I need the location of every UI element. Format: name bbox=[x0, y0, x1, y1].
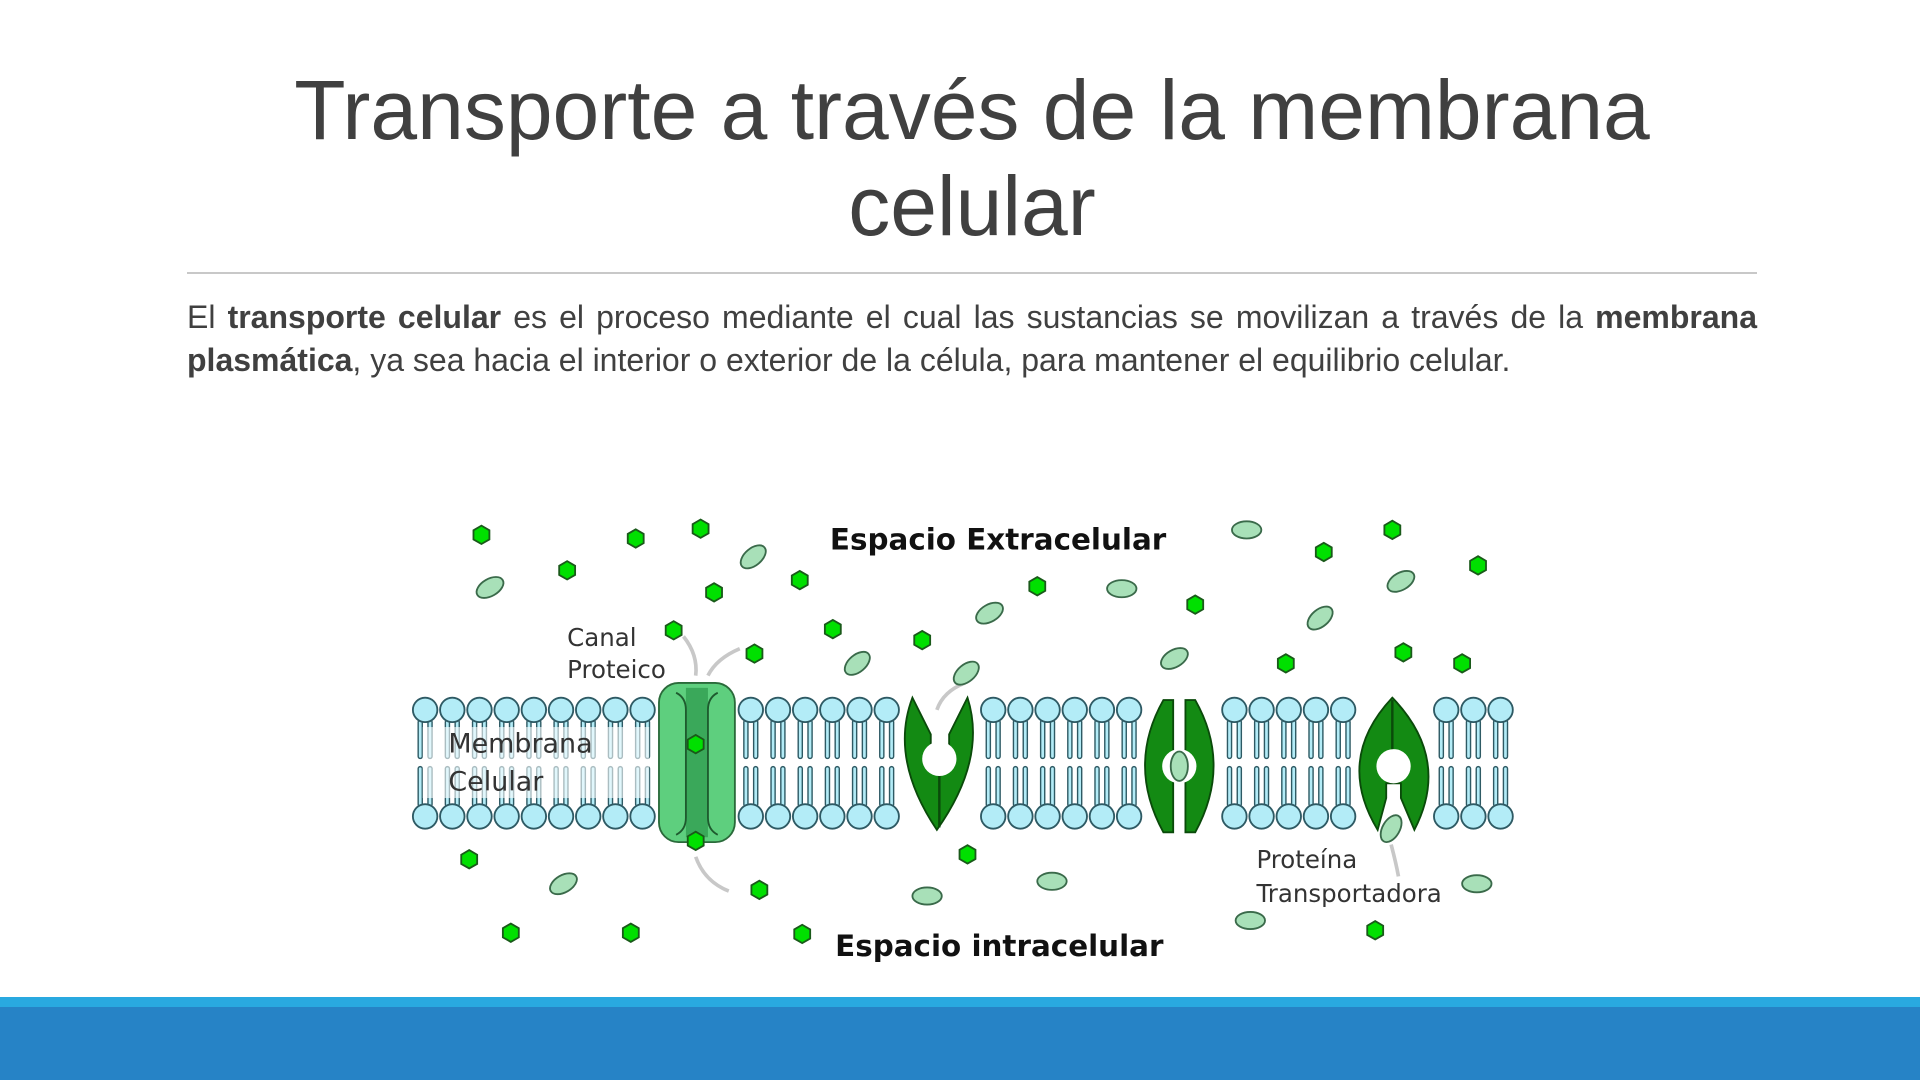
ion-molecule bbox=[558, 560, 577, 581]
ion-molecule bbox=[691, 518, 710, 539]
ion-molecule bbox=[621, 922, 640, 943]
lipid bbox=[1302, 696, 1330, 830]
protein-channel bbox=[658, 682, 736, 844]
body-bold-2: membrana plasmática bbox=[187, 299, 1758, 378]
body-paragraph: El transporte celular es el proceso medi… bbox=[187, 296, 1757, 382]
glucose-molecule bbox=[739, 544, 767, 570]
lipid bbox=[1061, 696, 1088, 830]
glucose-molecule bbox=[952, 660, 980, 686]
ion-molecule bbox=[1314, 541, 1333, 563]
lipid bbox=[1221, 696, 1248, 830]
glucose-molecule bbox=[1231, 520, 1263, 540]
glucose-molecule bbox=[549, 872, 578, 896]
glucose-molecule bbox=[1106, 579, 1138, 599]
carrier-label-line2: Transportadora bbox=[1255, 879, 1441, 908]
ion-molecule bbox=[823, 618, 842, 640]
ion-molecule bbox=[626, 528, 645, 549]
ion-molecule bbox=[1186, 594, 1205, 615]
ion-molecule bbox=[1469, 555, 1487, 576]
ion-molecule bbox=[1394, 642, 1413, 663]
title-divider bbox=[187, 272, 1757, 274]
lipid bbox=[737, 696, 764, 830]
glucose-molecule bbox=[475, 576, 505, 599]
ion-molecule bbox=[686, 830, 705, 852]
membrane-label-line2: Celular bbox=[448, 767, 544, 798]
glucose-molecule bbox=[1386, 569, 1416, 593]
ion-molecule bbox=[1366, 920, 1385, 941]
footer-bar bbox=[0, 1007, 1920, 1080]
glucose-molecule bbox=[911, 886, 943, 906]
body-bold-1: transporte celular bbox=[227, 299, 502, 335]
ion-molecule bbox=[705, 582, 723, 603]
glucose-molecule bbox=[843, 650, 871, 676]
extracellular-label: Espacio Extracelular bbox=[830, 523, 1167, 557]
lipid bbox=[1088, 696, 1116, 830]
ion-molecule bbox=[1028, 575, 1047, 597]
lipid bbox=[791, 696, 819, 830]
glucose-molecule bbox=[1461, 874, 1493, 894]
lipid bbox=[1487, 696, 1514, 830]
ion-molecule bbox=[793, 923, 812, 945]
channel-label-line1: Canal bbox=[567, 623, 636, 652]
ion-molecule bbox=[745, 643, 764, 664]
lipid bbox=[1433, 696, 1460, 830]
molecules bbox=[460, 518, 1493, 945]
ion-molecule bbox=[664, 620, 683, 641]
carrier-protein-open-top bbox=[903, 695, 974, 832]
membrane-label-line1: Membrana bbox=[448, 729, 592, 760]
lipid bbox=[846, 696, 873, 830]
membrane-transport-diagram: Espacio Extracelular Espacio intracelula… bbox=[411, 518, 1514, 963]
glucose-molecule bbox=[1306, 605, 1334, 631]
ion-molecule bbox=[1383, 519, 1402, 541]
glucose-molecule bbox=[1036, 871, 1068, 891]
glucose-molecule bbox=[975, 601, 1004, 625]
ion-molecule bbox=[913, 629, 932, 651]
lipid bbox=[980, 696, 1007, 830]
ion-molecule bbox=[750, 879, 769, 901]
lipid bbox=[819, 696, 846, 830]
ion-molecule bbox=[460, 849, 479, 870]
lipid bbox=[1007, 696, 1034, 830]
lipid bbox=[1460, 696, 1487, 830]
transport-arrows bbox=[682, 635, 1401, 893]
body-text-1: El bbox=[187, 299, 228, 335]
slide-title: Transporte a través de la membrana celul… bbox=[294, 63, 1650, 253]
carrier-label-line1: Proteína bbox=[1256, 845, 1357, 874]
glucose-molecule bbox=[1169, 750, 1189, 782]
carrier-protein-closed bbox=[1144, 699, 1215, 834]
ion-molecule bbox=[790, 569, 809, 591]
intracellular-label: Espacio intracelular bbox=[835, 929, 1164, 963]
ion-molecule bbox=[1276, 653, 1295, 674]
glucose-molecule bbox=[1234, 910, 1266, 930]
ion-molecule bbox=[686, 733, 705, 755]
ion-molecule bbox=[958, 844, 977, 865]
lipid bbox=[1248, 696, 1275, 830]
lipid bbox=[764, 696, 792, 830]
lipid bbox=[1115, 696, 1143, 830]
ion-molecule bbox=[1453, 653, 1472, 674]
glucose-molecule bbox=[1379, 814, 1403, 843]
membrane-label-backdrop bbox=[422, 727, 650, 799]
lipid bbox=[1034, 696, 1061, 830]
body-text-2: es el proceso mediante el cual las susta… bbox=[501, 299, 1596, 335]
ion-molecule bbox=[472, 524, 491, 546]
channel-label-line2: Proteico bbox=[567, 655, 666, 684]
body-text-3: , ya sea hacia el interior o exterior de… bbox=[352, 342, 1511, 378]
carrier-protein-open-bottom bbox=[1358, 696, 1430, 833]
lipid bbox=[873, 696, 900, 830]
glucose-molecule bbox=[1160, 647, 1189, 670]
lipid bbox=[1329, 696, 1357, 830]
ion-molecule bbox=[501, 922, 520, 943]
lipid bbox=[1275, 696, 1302, 830]
footer-accent-line bbox=[0, 997, 1920, 1007]
